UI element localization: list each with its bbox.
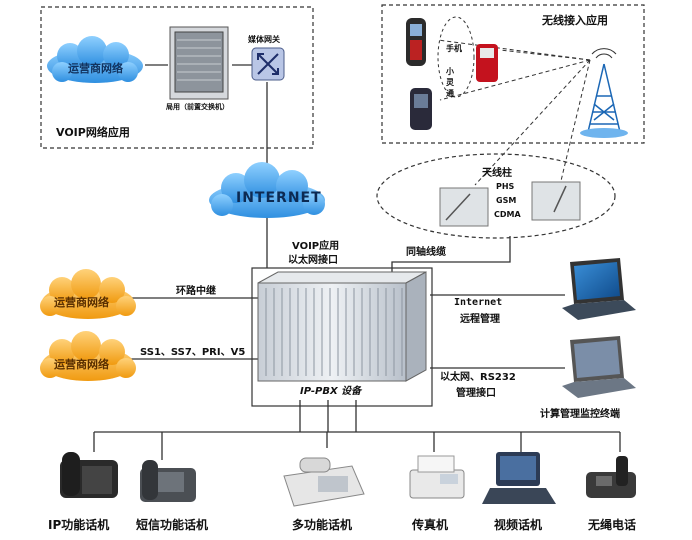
- antenna-type-cdma: CDMA: [494, 210, 521, 219]
- antenna-ellipse: [376, 153, 616, 239]
- carrier-cloud-voip: [47, 36, 143, 83]
- laptop-remote: [562, 258, 636, 320]
- terminal-label-multifunction-phone: 多功能话机: [292, 518, 353, 532]
- mobile-phone-1: [406, 18, 426, 66]
- terminal-label-ip-phone: IP功能话机: [48, 518, 110, 532]
- multifunction-phone: [283, 457, 365, 507]
- fax-machine: [409, 455, 465, 499]
- sms-phone: [140, 460, 196, 502]
- carrier-cloud-left-1: [40, 269, 136, 319]
- pbx-label: IP-PBX 设备: [300, 386, 362, 397]
- ip-pbx-device: [251, 267, 433, 407]
- wireless-section-box: [381, 4, 645, 144]
- ethernet-mgmt-label-1: 以太网、RS232: [440, 372, 516, 383]
- switch-rack: [169, 26, 229, 100]
- internet-mgmt-label-1: Internet: [454, 297, 503, 308]
- antenna-type-phs: PHS: [496, 182, 515, 191]
- coax-label: 同轴线缆: [406, 247, 446, 258]
- internet-cloud-shape: [209, 162, 325, 218]
- terminal-label-cordless-phone: 无绳电话: [588, 518, 637, 532]
- terminal-label-fax: 传真机: [412, 518, 449, 532]
- ip-phone: [60, 452, 118, 498]
- internet-mgmt-label-2: 远程管理: [460, 314, 500, 325]
- switch-label: 局用（前置交换机）: [166, 103, 229, 111]
- wireless-section-title: 无线接入应用: [542, 14, 608, 27]
- antenna-1: [439, 187, 489, 227]
- carrier-cloud-left-2-label: 运营商网络: [54, 358, 109, 371]
- signaling-label: SS1、SS7、PRI、V5: [140, 347, 246, 358]
- loop-trunk-label: 环路中继: [176, 286, 216, 297]
- ethernet-mgmt-label-2: 管理接口: [456, 388, 496, 399]
- phone-group-ellipse: [437, 16, 475, 98]
- mobile-phone-3: [410, 88, 432, 130]
- monitor-terminal-label: 计算管理监控终端: [540, 409, 620, 420]
- gateway-label: 媒体网关: [248, 35, 280, 44]
- internet-cloud-label: INTERNET: [236, 190, 322, 206]
- antenna-type-gsm: GSM: [496, 196, 517, 205]
- video-phone: [482, 452, 556, 504]
- terminal-label-video-phone: 视频话机: [494, 518, 543, 532]
- voip-section-title: VOIP网络应用: [56, 126, 130, 139]
- laptop-monitor: [562, 336, 636, 398]
- media-gateway: [251, 47, 285, 81]
- phone-label-phs: 小灵通: [446, 67, 454, 98]
- voip-ethernet-label-1: VOIP应用: [292, 241, 340, 252]
- carrier-cloud-left-2: [40, 331, 136, 381]
- mobile-phone-2: [476, 44, 498, 82]
- voip-ethernet-label-2: 以太网接口: [288, 255, 338, 266]
- carrier-cloud-voip-label: 运营商网络: [68, 62, 123, 75]
- voip-section-box: [40, 6, 314, 149]
- phone-label-mobile: 手机: [446, 44, 462, 53]
- cordless-phone: [586, 456, 636, 498]
- carrier-cloud-left-1-label: 运营商网络: [54, 296, 109, 309]
- antenna-2: [531, 181, 581, 221]
- antenna-title: 天线柱: [482, 168, 512, 179]
- terminal-label-sms-phone: 短信功能话机: [136, 518, 209, 532]
- radio-tower: [580, 48, 628, 138]
